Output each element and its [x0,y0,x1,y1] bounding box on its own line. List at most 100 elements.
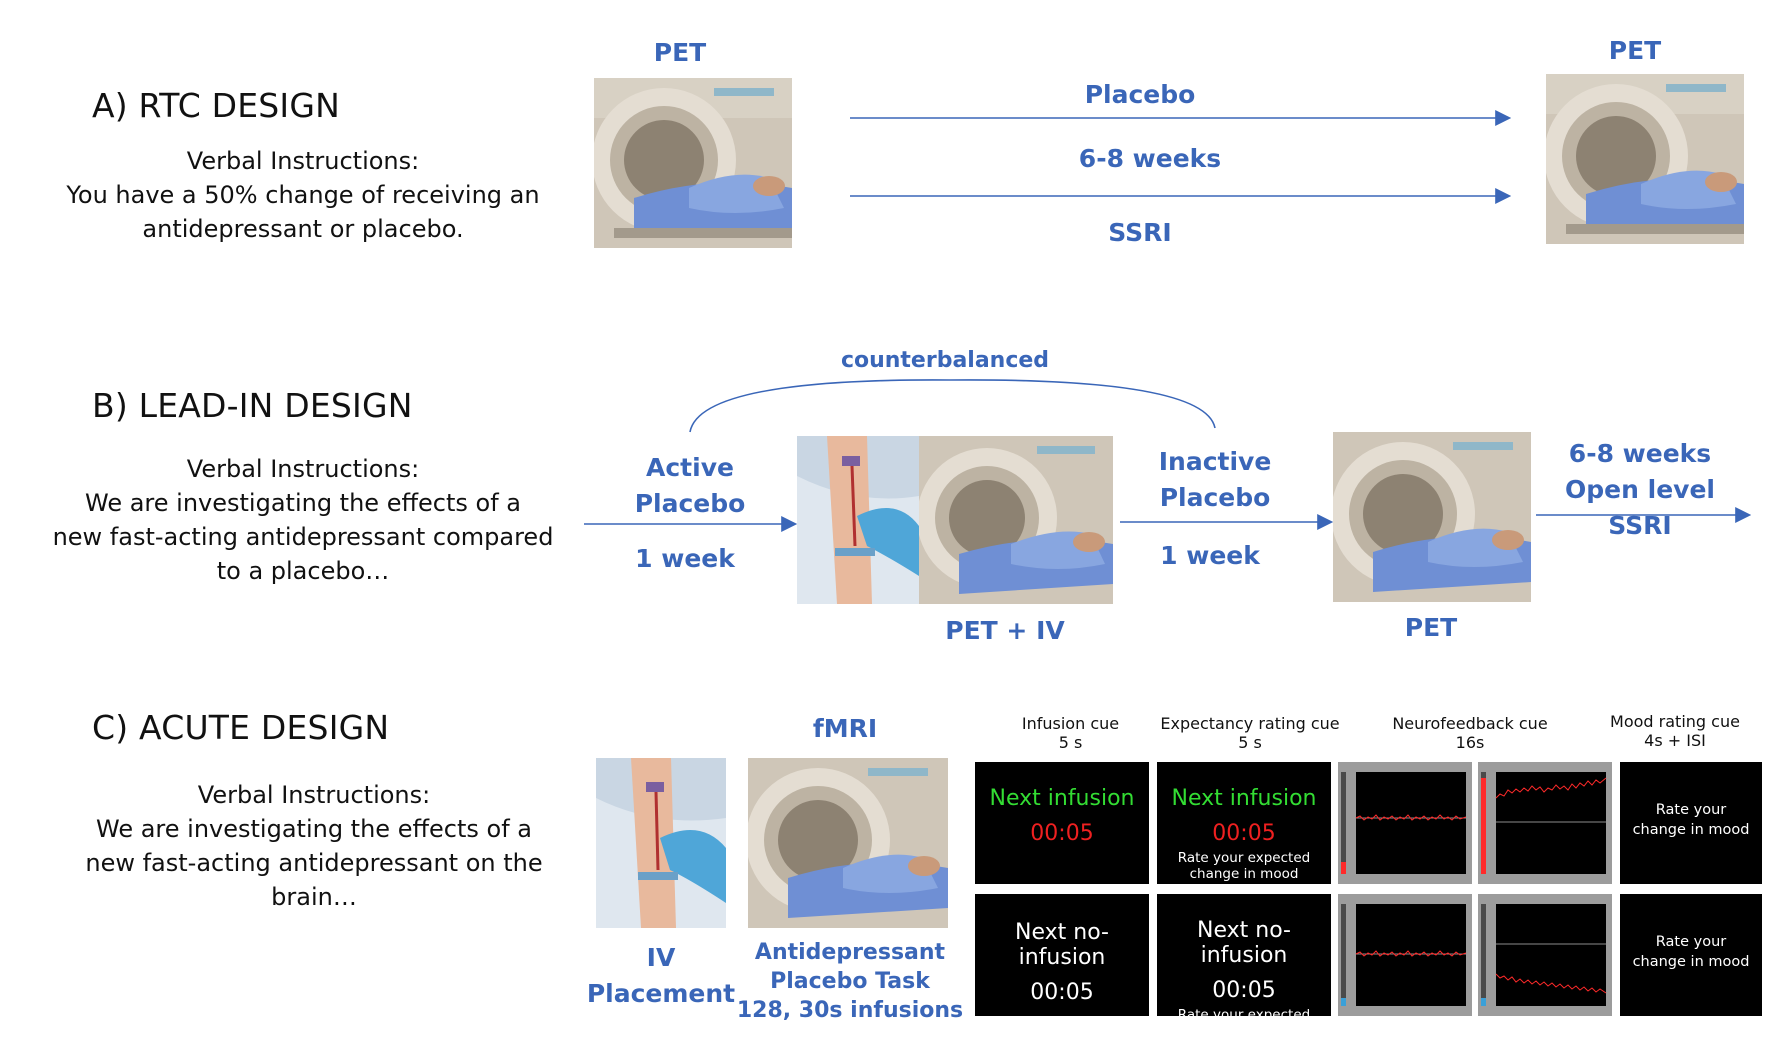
fmri-label: fMRI [812,714,878,743]
mood-rating-panel: Rate your change in mood [1620,762,1762,884]
pet-label: PET [1404,613,1458,642]
timer-text: 00:05 [1212,978,1276,1003]
pet-label-right: PET [1608,36,1662,65]
instructions-line: brain… [271,883,357,911]
neurofeedback-graph [1356,772,1466,874]
mood-rating-panel: Rate your change in mood [1620,894,1762,1016]
cue-header: Neurofeedback cue 16s [1370,714,1570,752]
neurofeedback-panel [1478,762,1612,884]
prompt-line: change in mood [1632,954,1750,970]
instructions-line: We are investigating the effects of a [96,815,532,843]
label-line: IV [646,943,676,972]
neurofeedback-panel [1338,762,1472,884]
timer-text: 00:05 [1030,980,1094,1005]
next-no-infusion-text: Next no-infusion [1015,920,1109,970]
prompt-line: change in mood [1189,866,1299,882]
label-line: Placebo [1159,483,1271,512]
cue-header: Mood rating cue 4s + ISI [1590,712,1760,750]
section-b-title: B) LEAD-IN DESIGN [92,386,413,425]
neurofeedback-plot [1481,904,1607,1006]
cue-duration: 4s + ISI [1644,731,1706,750]
label-line: Placebo Task [770,969,930,994]
label-line: Placement [586,979,736,1008]
next-infusion-text: Next infusion [1171,786,1317,811]
rating-prompt: Rate your expected change in mood [1157,850,1331,882]
instructions-line: You have a 50% change of receiving an [66,181,540,209]
label-line: 6-8 weeks [1568,439,1712,468]
instructions-line: new fast-acting antidepressant compared [52,523,554,551]
neurofeedback-graph [1496,904,1606,1006]
neurofeedback-plot [1341,772,1467,874]
pet-scanner-image [919,436,1113,604]
inactive-placebo-label: Inactive Placebo [1135,444,1295,516]
neurofeedback-plot [1341,904,1467,1006]
iv-arm-image [797,436,919,604]
section-a-title: A) RTC DESIGN [92,86,341,125]
cue-name: Infusion cue [1021,714,1120,733]
pet-scanner-image [1333,432,1531,602]
prompt-line: change in mood [1632,822,1750,838]
duration-label: 6-8 weeks [1078,144,1222,173]
label-line: Active [646,453,734,482]
cue-duration: 5 s [1238,733,1262,752]
section-c-instructions: Verbal Instructions: We are investigatin… [64,778,564,914]
timer-text: 00:05 [1030,821,1094,846]
iv-placement-label: IV Placement [586,940,736,1012]
fmri-scanner-image [748,758,948,928]
expectancy-no-infusion-panel: Next no-infusion 00:05 Rate your expecte… [1157,894,1331,1039]
timer-text: 00:05 [1212,821,1276,846]
cue-header: Infusion cue 5 s [978,714,1163,752]
pet-iv-label: PET + IV [945,616,1065,645]
iv-arm-image [596,758,726,928]
prompt-line: Rate your [1655,802,1727,818]
prompt-line: change in mood [1189,1023,1299,1039]
neurofeedback-plot [1481,772,1607,874]
instructions-line: We are investigating the effects of a [85,489,521,517]
instructions-heading: Verbal Instructions: [186,455,420,483]
section-b-instructions: Verbal Instructions: We are investigatin… [50,452,556,588]
neurofeedback-panel [1478,894,1612,1016]
pet-scanner-image [1546,74,1744,244]
pet-scanner-image [594,78,792,248]
active-duration-label: 1 week [635,544,735,573]
open-label-ssri-label: 6-8 weeks Open level SSRI [1535,436,1745,544]
placebo-arrow-label: Placebo [1084,80,1196,109]
instructions-heading: Verbal Instructions: [186,147,420,175]
counterbalanced-label: counterbalanced [840,348,1050,373]
label-line: 128, 30s infusions [736,998,964,1023]
neurofeedback-panel [1338,894,1472,1016]
prompt-line: Rate your expected [1177,1007,1311,1023]
task-label: Antidepressant Placebo Task 128, 30s inf… [735,938,965,1025]
cue-name: Mood rating cue [1610,712,1740,731]
instructions-line: antidepressant or placebo. [142,215,464,243]
mood-prompt: Rate your change in mood [1620,800,1762,840]
cue-header: Expectancy rating cue 5 s [1150,714,1350,752]
counterbalanced-arc [689,379,1216,433]
prompt-line: Rate your [1655,934,1727,950]
prompt-line: Rate your expected [1177,850,1311,866]
section-a-instructions: Verbal Instructions: You have a 50% chan… [60,144,546,246]
cue-duration: 16s [1455,733,1485,752]
section-c-title: C) ACUTE DESIGN [92,708,390,747]
expectancy-infusion-panel: Next infusion 00:05 Rate your expected c… [1157,762,1331,884]
instructions-line: new fast-acting antidepressant on the [85,849,543,877]
mood-prompt: Rate your change in mood [1620,932,1762,972]
active-placebo-label: Active Placebo [610,450,770,522]
label-line: Open level SSRI [1565,475,1715,540]
pet-label-left: PET [653,38,707,67]
next-infusion-text: Next infusion [989,786,1135,811]
infusion-cue-panel: Next infusion 00:05 [975,762,1149,884]
no-infusion-cue-panel: Next no-infusion 00:05 [975,894,1149,1016]
label-line: Inactive [1158,447,1272,476]
cue-name: Neurofeedback cue [1392,714,1548,733]
next-no-infusion-text: Next no-infusion [1197,918,1291,968]
cue-name: Expectancy rating cue [1160,714,1340,733]
instructions-heading: Verbal Instructions: [197,781,431,809]
rating-prompt: Rate your expected change in mood [1157,1007,1331,1039]
inactive-duration-label: 1 week [1160,541,1260,570]
label-line: Placebo [634,489,746,518]
cue-duration: 5 s [1058,733,1083,752]
label-line: Antidepressant [754,940,946,965]
ssri-arrow-label: SSRI [1108,218,1172,247]
instructions-line: to a placebo… [216,557,390,585]
